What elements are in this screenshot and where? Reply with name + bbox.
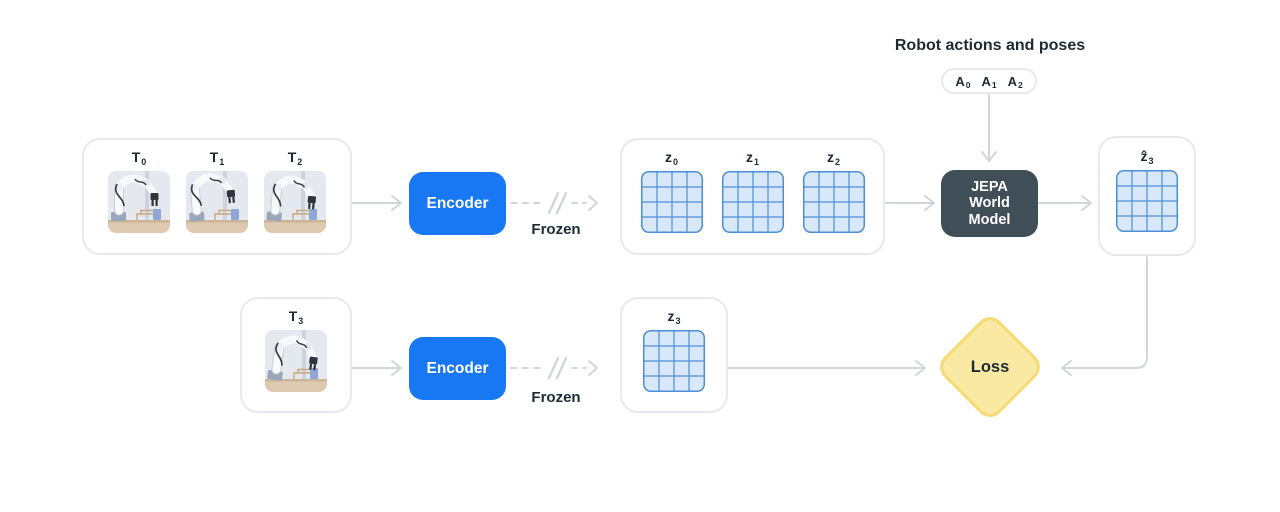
latent-cell: z0 xyxy=(640,149,703,233)
frame-cell: T3 xyxy=(265,308,327,392)
frozen-dashed-arrow-bottom xyxy=(510,356,598,380)
loss-label: Loss xyxy=(970,357,1010,376)
arrow-actions-to-world-model xyxy=(981,94,997,162)
latent-label: z1 xyxy=(745,149,759,167)
robot-frame-image xyxy=(265,330,327,392)
latent-label: z2 xyxy=(826,149,840,167)
jepa-line: Model xyxy=(968,211,1011,228)
arrow-frame-to-encoder-bottom xyxy=(351,360,402,376)
jepa-line: JEPA xyxy=(971,178,1008,195)
action-tokens-box: A0 A1 A2 xyxy=(941,68,1037,94)
arrow-world-model-to-prediction xyxy=(1037,195,1092,211)
action-token: A0 xyxy=(955,73,971,90)
latent-token-grid xyxy=(643,330,705,392)
predicted-latent-cell: ẑ3 xyxy=(1116,148,1178,232)
frame-label: T3 xyxy=(288,308,304,326)
latent-token-grid xyxy=(802,171,865,233)
latent-label: z0 xyxy=(664,149,678,167)
latent-token-grid xyxy=(640,171,703,233)
latent-token-grid xyxy=(721,171,784,233)
latent-label: z3 xyxy=(667,308,681,326)
encoder-box-top: Encoder xyxy=(409,172,506,235)
frozen-label-bottom: Frozen xyxy=(531,389,581,406)
latent-tokens-card: z0 z1 z2 xyxy=(620,138,885,255)
latent-cell: z3 xyxy=(643,308,705,392)
robot-frame-image xyxy=(108,171,170,233)
arrow-latent-to-loss xyxy=(727,360,926,376)
target-latent-card: z3 xyxy=(620,297,728,413)
latent-token-grid xyxy=(1116,170,1178,232)
arrow-latents-to-world-model xyxy=(884,195,935,211)
actions-title: Robot actions and poses xyxy=(894,37,1086,54)
robot-frame-image xyxy=(186,171,248,233)
frozen-label-top: Frozen xyxy=(531,221,581,238)
latent-cell: z1 xyxy=(721,149,784,233)
frozen-dashed-arrow-top xyxy=(510,191,598,215)
frame-label: T1 xyxy=(209,149,225,167)
input-frames-card: T0 T1 xyxy=(82,138,352,255)
frame-cell: T0 xyxy=(108,149,170,233)
arrow-prediction-to-loss xyxy=(1061,256,1148,376)
action-token: A2 xyxy=(1007,73,1023,90)
loss-diamond xyxy=(930,307,1050,427)
jepa-world-model-box: JEPA World Model xyxy=(941,170,1038,237)
robot-frame-image xyxy=(264,171,326,233)
arrow-frames-to-encoder-top xyxy=(351,195,402,211)
predicted-latent-card: ẑ3 xyxy=(1098,136,1196,256)
frame-label: T0 xyxy=(131,149,147,167)
latent-cell: z2 xyxy=(802,149,865,233)
action-token: A1 xyxy=(981,73,997,90)
frame-cell: T2 xyxy=(264,149,326,233)
jepa-line: World xyxy=(969,195,1010,212)
encoder-box-bottom: Encoder xyxy=(409,337,506,400)
frame-label: T2 xyxy=(287,149,303,167)
frame-cell: T1 xyxy=(186,149,248,233)
predicted-latent-label: ẑ3 xyxy=(1140,148,1154,166)
target-frame-card: T3 xyxy=(240,297,352,413)
